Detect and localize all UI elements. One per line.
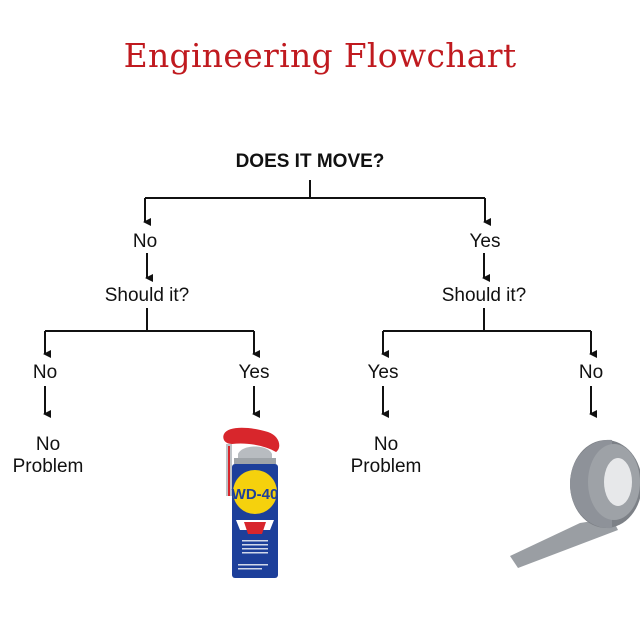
page-title: Engineering Flowchart: [123, 36, 517, 75]
left-should-it: Should it?: [104, 285, 190, 306]
wd40-brand: WD-40: [232, 486, 279, 503]
root-question: DOES IT MOVE?: [235, 151, 385, 172]
left-outcome-yes: Yes: [238, 362, 270, 383]
wd40-can-icon: WD-40: [223, 427, 280, 578]
no-problem-line2: Problem: [12, 456, 84, 477]
right-outcome-yes: Yes: [367, 362, 399, 383]
no-problem-line1: No: [35, 434, 61, 455]
right-no-problem: No Problem: [338, 434, 434, 478]
no-problem-line1: No: [373, 434, 399, 455]
right-outcome-no: No: [578, 362, 604, 383]
right-should-it: Should it?: [441, 285, 527, 306]
left-outcome-no: No: [32, 362, 58, 383]
left-no-problem: No Problem: [0, 434, 96, 478]
no-problem-line2: Problem: [350, 456, 422, 477]
duct-tape-icon: [510, 439, 640, 568]
branch-no-label: No: [132, 231, 158, 252]
branch-yes-label: Yes: [469, 231, 501, 252]
